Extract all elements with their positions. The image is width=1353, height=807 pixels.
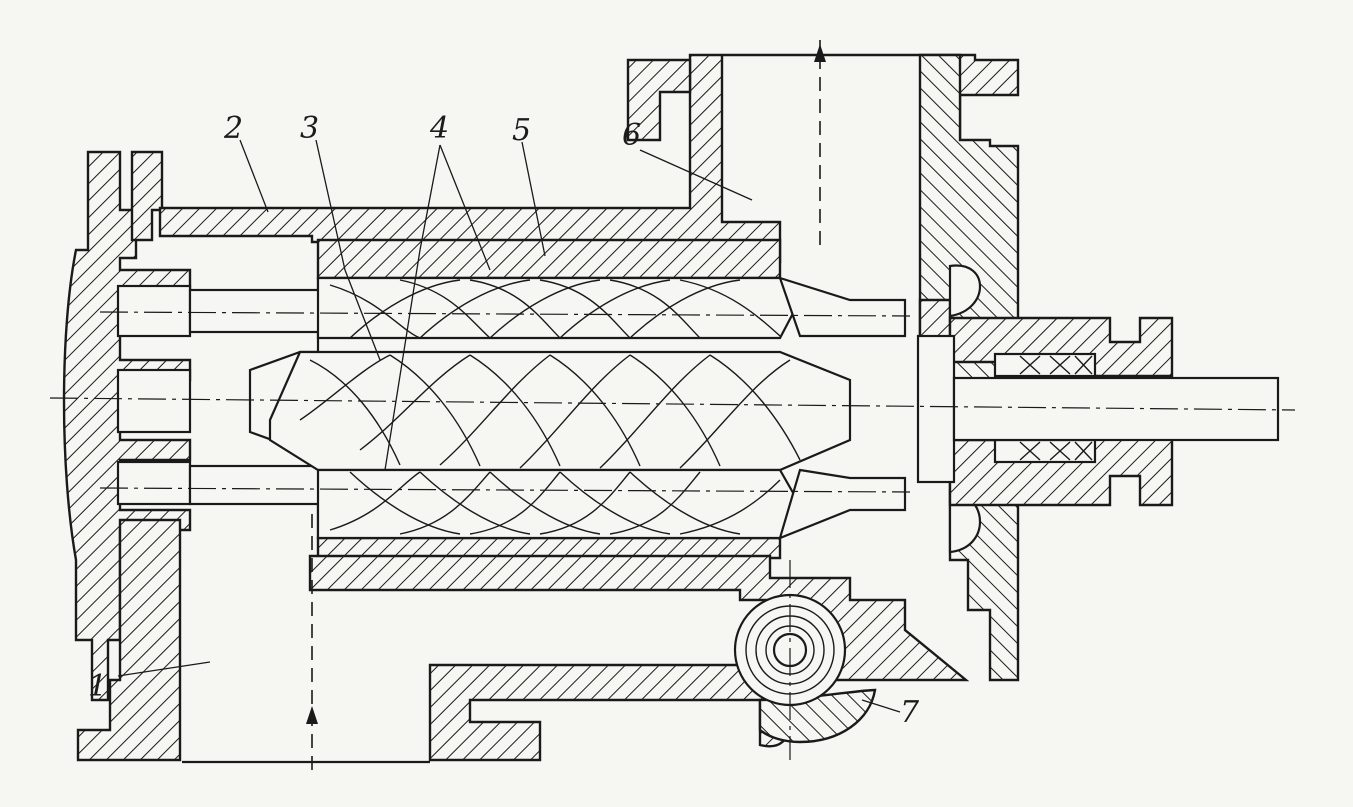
lower-idler-threads xyxy=(329,471,781,535)
label-part-3: 3 xyxy=(300,111,319,146)
rotor-liner xyxy=(316,238,782,560)
part-labels: 2 3 4 5 6 1 7 xyxy=(88,111,920,730)
center-axes xyxy=(49,311,1296,760)
drive-shaft xyxy=(916,334,1280,484)
upper-idler-threads xyxy=(329,279,781,339)
label-part-5: 5 xyxy=(512,113,531,148)
label-part-4: 4 xyxy=(429,111,449,146)
label-part-1: 1 xyxy=(88,669,107,704)
suction-chamber xyxy=(76,518,182,762)
flow-arrows xyxy=(182,40,826,770)
label-part-7: 7 xyxy=(900,695,920,730)
lower-housing xyxy=(308,554,970,762)
label-part-6: 6 xyxy=(622,118,641,153)
rotor-end-stubs xyxy=(778,276,907,540)
housing-body xyxy=(158,53,1020,264)
seal-housing xyxy=(948,316,1174,507)
screw-rotors xyxy=(268,276,852,540)
packing-rings xyxy=(1019,355,1093,461)
label-part-2: 2 xyxy=(223,111,243,146)
leader-lines xyxy=(117,139,901,713)
drive-screw-threads xyxy=(299,354,801,469)
